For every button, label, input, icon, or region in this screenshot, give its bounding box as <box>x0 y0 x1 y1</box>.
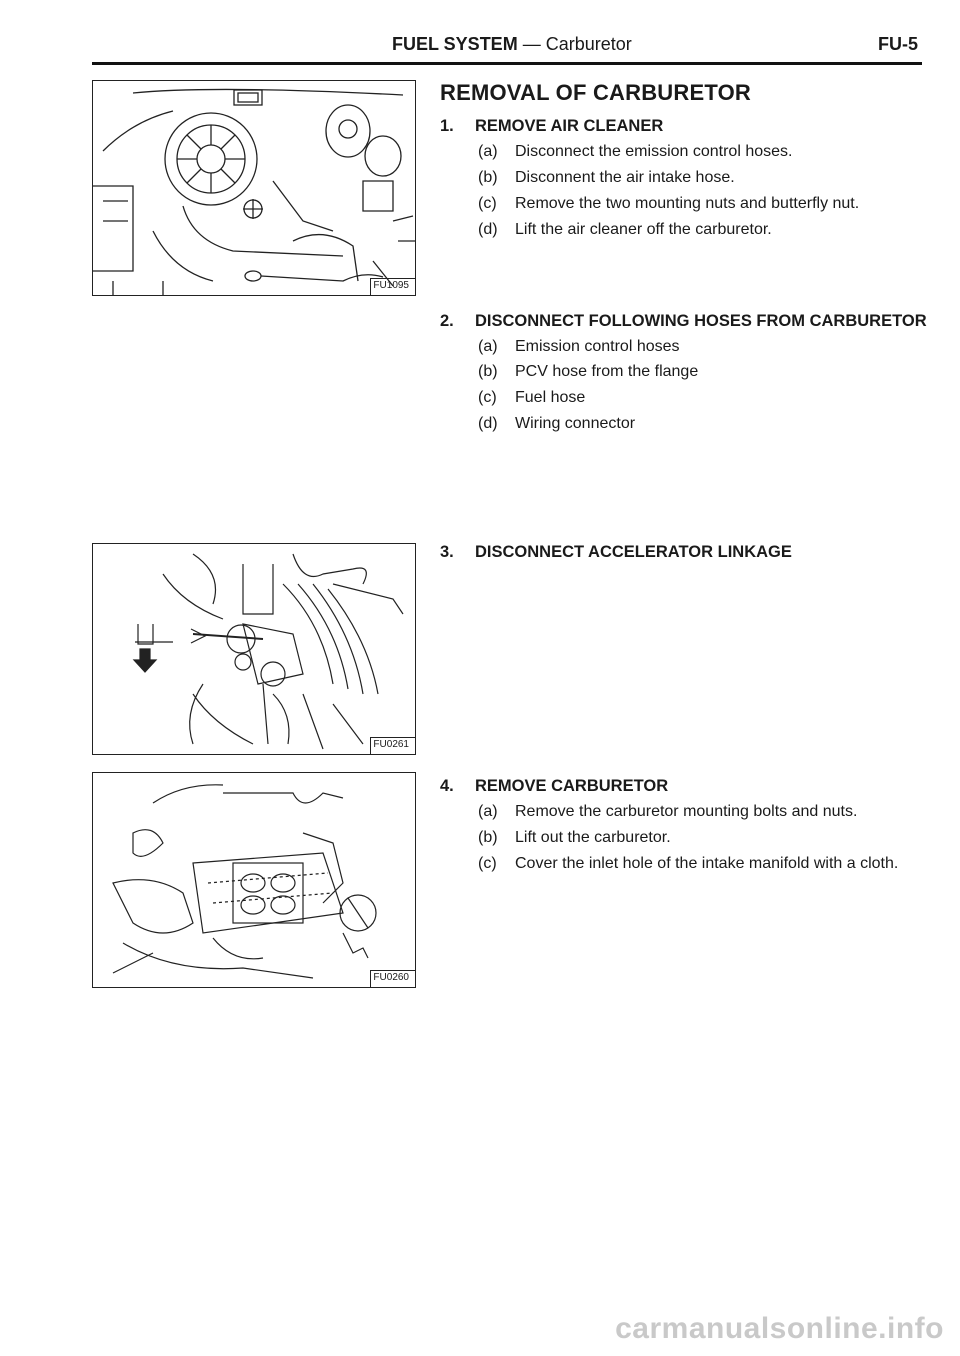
step-4-item-c: (c) Cover the inlet hole of the intake ma… <box>478 855 898 873</box>
item-text: PCV hose from the flange <box>515 363 699 380</box>
step-1-item-b: (b) Disconnent the air intake hose. <box>478 169 735 187</box>
page-header: FUEL SYSTEM — Carburetor FU-5 <box>92 34 922 65</box>
item-text: Disconnect the emission control hoses. <box>515 143 793 160</box>
step-title: REMOVE CARBURETOR <box>475 777 669 795</box>
item-text: Lift the air cleaner off the carburetor. <box>515 221 772 238</box>
accelerator-linkage-illustration <box>132 553 404 750</box>
step-1-item-d: (d) Lift the air cleaner off the carburet… <box>478 221 772 239</box>
header-section: FUEL SYSTEM <box>392 34 518 54</box>
step-4-item-b: (b) Lift out the carburetor. <box>478 829 671 847</box>
step-number: 2. <box>440 312 454 330</box>
figure-label: FU0260 <box>373 972 409 983</box>
step-1-item-a: (a) Disconnect the emission control hoses… <box>478 143 792 161</box>
step-number: 1. <box>440 117 454 135</box>
air-cleaner-illustration <box>93 88 415 295</box>
step-2-heading: 2. DISCONNECT FOLLOWING HOSES FROM CARBUR… <box>440 312 927 331</box>
step-2-item-a: (a) Emission control hoses <box>478 338 680 356</box>
item-text: Remove the two mounting nuts and butterf… <box>515 195 860 212</box>
item-letter: (c) <box>478 855 497 872</box>
step-title: DISCONNECT FOLLOWING HOSES FROM CARBURET… <box>475 312 927 330</box>
step-1-item-c: (c) Remove the two mounting nuts and butt… <box>478 195 859 213</box>
figure-air-cleaner: FU1095 <box>92 80 416 296</box>
item-letter: (a) <box>478 338 498 355</box>
item-letter: (c) <box>478 389 497 406</box>
item-text: Remove the carburetor mounting bolts and… <box>515 803 858 820</box>
step-2-item-d: (d) Wiring connector <box>478 415 635 433</box>
step-number: 4. <box>440 777 454 795</box>
label-box <box>370 278 415 295</box>
item-letter: (d) <box>478 221 498 238</box>
item-text: Emission control hoses <box>515 338 680 355</box>
step-2-item-c: (c) Fuel hose <box>478 389 585 407</box>
step-1-heading: 1. REMOVE AIR CLEANER <box>440 117 663 136</box>
figure-remove-carburetor: FU0260 <box>92 772 416 988</box>
figure-accelerator-linkage: FU0261 <box>92 543 416 755</box>
item-letter: (b) <box>478 829 498 846</box>
page-number: FU-5 <box>878 34 918 54</box>
item-text: Lift out the carburetor. <box>515 829 671 846</box>
label-box <box>370 970 415 987</box>
header-subsection: Carburetor <box>545 34 632 54</box>
item-letter: (b) <box>478 169 498 186</box>
section-title: REMOVAL OF CARBURETOR <box>440 80 751 105</box>
item-letter: (d) <box>478 415 498 432</box>
label-box <box>370 737 415 754</box>
step-3-heading: 3. DISCONNECT ACCELERATOR LINKAGE <box>440 543 792 562</box>
remove-carburetor-illustration <box>112 784 377 979</box>
item-letter: (c) <box>478 195 497 212</box>
item-text: Wiring connector <box>515 415 636 432</box>
item-letter: (a) <box>478 803 498 820</box>
item-text: Fuel hose <box>515 389 586 406</box>
header-title: FUEL SYSTEM — Carburetor <box>392 34 632 55</box>
item-text: Disconnent the air intake hose. <box>515 169 735 186</box>
watermark: carmanualsonline.info <box>615 1312 944 1345</box>
step-title: REMOVE AIR CLEANER <box>475 117 664 135</box>
figure-label: FU0261 <box>373 739 409 750</box>
step-4-heading: 4. REMOVE CARBURETOR <box>440 777 668 796</box>
item-letter: (b) <box>478 363 498 380</box>
step-2-item-b: (b) PCV hose from the flange <box>478 363 698 381</box>
figure-label: FU1095 <box>373 280 409 291</box>
step-number: 3. <box>440 543 454 561</box>
step-4-item-a: (a) Remove the carburetor mounting bolts … <box>478 803 857 821</box>
item-letter: (a) <box>478 143 498 160</box>
header-separator: — <box>522 34 541 54</box>
step-title: DISCONNECT ACCELERATOR LINKAGE <box>475 543 792 561</box>
item-text: Cover the inlet hole of the intake manif… <box>515 855 899 872</box>
